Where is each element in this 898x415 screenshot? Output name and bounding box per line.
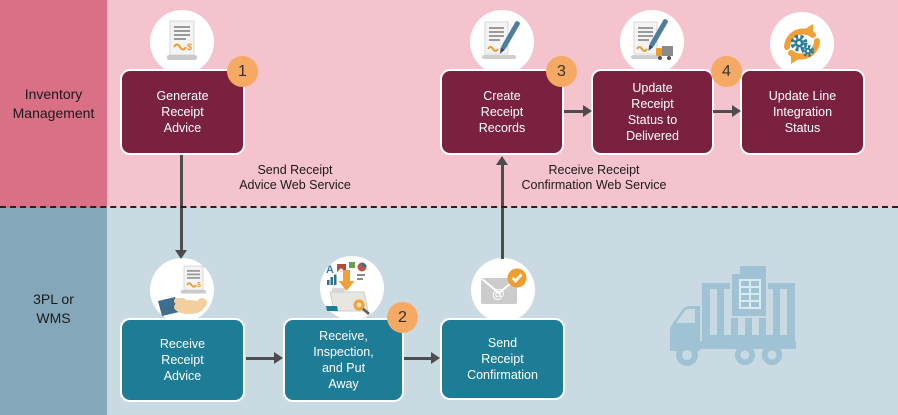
wms-lane-label: 3PL or WMS [33,291,74,326]
step-label: Receive Receipt Advice [159,337,206,383]
arrowhead-right-icon [431,352,440,364]
step-label: Update Receipt Status to Delivered [626,81,679,143]
arrow-create-to-update-status [564,110,584,113]
arrow-inspection-to-send [404,357,432,360]
check-badge [507,268,527,288]
step-label: Create Receipt Records [478,89,526,135]
step-label: Generate Receipt Advice [156,89,209,135]
inventory-lane-sidebar [0,0,107,208]
hand-shape [174,298,207,314]
wms-lane-sidebar [0,208,107,415]
receive-receipt-confirmation-ws-label: Receive Receipt Confirmation Web Service [521,163,667,193]
svg-text:@: @ [492,286,505,301]
document-pen-truck-icon [631,19,673,60]
lane-divider-dashed-line [0,206,898,208]
inventory-lane-label: Inventory Management [12,86,95,121]
hand-document-icon: $ [158,265,207,316]
svg-text:$: $ [187,42,192,52]
arrowhead-up-icon [496,156,508,165]
step-label: Update Line Integration Status [768,89,837,135]
arrow-receive-to-inspection [246,357,275,360]
sync-gears-icon [784,24,820,64]
document-pen-icon [482,21,520,59]
receipt-document-icon: $ [167,20,197,60]
email-check-icon: @ [481,268,527,304]
icon-circle-update-receipt-status [620,10,684,74]
send-receipt-advice-ws-label: Send Receipt Advice Web Service [239,163,351,193]
arrow-update-status-to-update-line [713,110,733,113]
svg-text:$: $ [197,282,201,289]
icon-circle-send-receipt-confirmation: @ [471,258,535,322]
step-number-badge-4: 4 [711,56,742,87]
arrow-confirmation-to-create [501,164,504,259]
icon-circle-create-receipt-records [470,10,534,74]
step-send-receipt-confirmation: Send Receipt Confirmation [440,318,565,400]
step-generate-receipt-advice: Generate Receipt Advice [120,69,245,155]
gears-detail [790,34,814,57]
step-number-badge-1: 1 [227,56,258,87]
step-update-line-integration-status: Update Line Integration Status [740,69,865,155]
step-receive-receipt-advice: Receive Receipt Advice [120,318,245,402]
step-number-badge-3: 3 [546,56,577,87]
arrowhead-right-icon [732,105,741,117]
magnifier-glyph [353,299,370,315]
icon-circle-receive-receipt-advice: $ [150,258,214,322]
mini-truck-icon [656,46,673,60]
content-glyphs: A [326,262,367,285]
arrowhead-down-icon [175,250,187,259]
inspect-putaway-icon: A [326,262,370,315]
step-label: Receive, Inspection, and Put Away [313,329,374,391]
step-create-receipt-records: Create Receipt Records [440,69,564,155]
icon-circle-receive-inspection-putaway: A [320,256,384,320]
down-arrow-glyph [338,270,355,291]
icon-circle-update-line-integration [770,12,834,76]
step-label: Send Receipt Confirmation [467,336,538,382]
step-number-badge-2: 2 [387,302,418,333]
icon-circle-generate-receipt-advice: $ [150,10,214,74]
sleeve-shape [158,297,179,316]
arrow-generate-to-receive [180,155,183,251]
step-update-receipt-status: Update Receipt Status to Delivered [591,69,714,155]
arrowhead-right-icon [274,352,283,364]
truck-watermark-icon [670,264,796,366]
arrowhead-right-icon [583,105,592,117]
step-receive-inspection-putaway: Receive, Inspection, and Put Away [283,318,404,402]
svg-text:A: A [326,264,334,276]
